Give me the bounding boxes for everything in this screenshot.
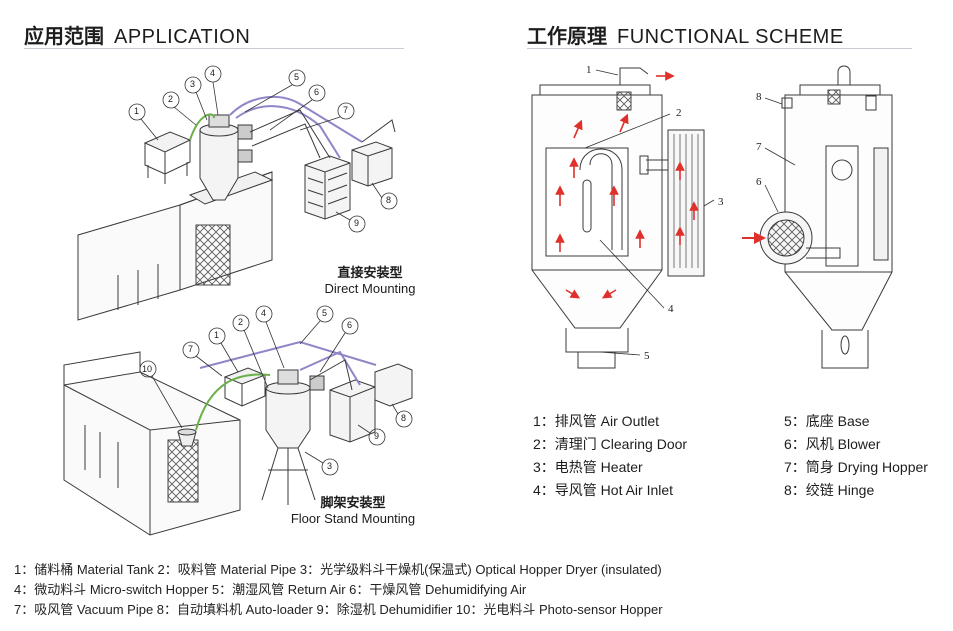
floor-stand-drawing bbox=[63, 340, 413, 536]
scheme-title-en: FUNCTIONAL SCHEME bbox=[617, 26, 844, 48]
parts-line-1: 1：储料桶 Material Tank 2：吸料管 Material Pipe … bbox=[14, 562, 662, 577]
scheme-heading: 工作原理 FUNCTIONAL SCHEME bbox=[527, 20, 844, 49]
direct-callout-7: 7 bbox=[343, 105, 349, 115]
direct-mounting-label-cn: 直接安装型 bbox=[337, 265, 403, 280]
application-underline bbox=[24, 48, 404, 49]
scheme-legend-left: 1：排风管 Air Outlet 2：清理门 Clearing Door 3：电… bbox=[533, 410, 687, 502]
direct-callout-1: 1 bbox=[134, 106, 140, 116]
direct-mounting-label-en: Direct Mounting bbox=[324, 281, 416, 296]
application-title-cn: 应用范围 bbox=[24, 24, 104, 48]
floor-callout-6: 6 bbox=[347, 320, 353, 330]
scheme-left-callout-numbers: 1 2 3 4 5 bbox=[586, 64, 724, 362]
floor-callout-7: 7 bbox=[188, 344, 194, 354]
direct-callout-8: 8 bbox=[386, 195, 392, 205]
floor-callout-10: 10 bbox=[142, 364, 153, 374]
legend-item-1: 1：排风管 Air Outlet bbox=[533, 413, 660, 429]
floor-callout-9: 9 bbox=[374, 431, 380, 441]
legend-item-7: 7：筒身 Drying Hopper bbox=[784, 459, 928, 475]
floor-callouts bbox=[139, 305, 413, 476]
scheme-callout-2: 2 bbox=[676, 107, 682, 119]
parts-line-3: 7：吸风管 Vacuum Pipe 8：自动填料机 Auto-loader 9：… bbox=[14, 602, 663, 617]
parts-line-2: 4：微动料斗 Micro-switch Hopper 5：潮湿风管 Return… bbox=[14, 582, 527, 597]
direct-callout-4: 4 bbox=[210, 68, 216, 78]
floor-mounting-label: 脚架安装型 Floor Stand Mounting bbox=[268, 492, 438, 526]
legend-item-8: 8：绞链 Hinge bbox=[784, 482, 875, 498]
direct-callouts bbox=[128, 65, 398, 233]
scheme-right-leaders bbox=[764, 97, 796, 213]
direct-mounting-drawing bbox=[77, 95, 396, 321]
floor-callout-4: 4 bbox=[261, 308, 267, 318]
scheme-underline bbox=[527, 48, 912, 49]
scheme-callout-6: 6 bbox=[756, 176, 762, 188]
scheme-right-callout-numbers: 8 7 6 bbox=[756, 91, 762, 188]
scheme-left-leaders bbox=[584, 69, 715, 356]
direct-callout-9: 9 bbox=[354, 218, 360, 228]
scheme-title-cn: 工作原理 bbox=[527, 24, 607, 48]
floor-mounting-label-en: Floor Stand Mounting bbox=[290, 511, 416, 526]
parts-list: 1：储料桶 Material Tank 2：吸料管 Material Pipe … bbox=[14, 560, 663, 620]
scheme-callout-3: 3 bbox=[718, 196, 724, 208]
scheme-side-view bbox=[759, 65, 893, 369]
floor-callout-5: 5 bbox=[322, 308, 328, 318]
legend-item-2: 2：清理门 Clearing Door bbox=[533, 436, 688, 452]
scheme-airflow-arrows bbox=[555, 71, 699, 299]
legend-item-5: 5：底座 Base bbox=[784, 413, 870, 429]
legend-item-3: 3：电热管 Heater bbox=[533, 459, 643, 475]
floor-callout-1: 1 bbox=[214, 330, 220, 340]
direct-callout-2: 2 bbox=[168, 94, 174, 104]
scheme-legend-right: 5：底座 Base 6：风机 Blower 7：筒身 Drying Hopper… bbox=[784, 410, 928, 502]
direct-callout-3: 3 bbox=[190, 79, 196, 89]
scheme-callout-4: 4 bbox=[668, 303, 674, 315]
floor-callout-2: 2 bbox=[238, 317, 244, 327]
floor-callout-8: 8 bbox=[401, 413, 407, 423]
scheme-callout-7: 7 bbox=[756, 141, 762, 153]
legend-item-6: 6：风机 Blower bbox=[784, 436, 881, 452]
direct-callout-6: 6 bbox=[314, 87, 320, 97]
floor-mounting-label-cn: 脚架安装型 bbox=[320, 495, 386, 510]
legend-item-4: 4：导风管 Hot Air Inlet bbox=[533, 482, 674, 498]
scheme-callout-5: 5 bbox=[644, 350, 650, 362]
direct-mounting-label: 直接安装型 Direct Mounting bbox=[305, 262, 435, 296]
application-title-en: APPLICATION bbox=[114, 26, 251, 48]
application-heading: 应用范围 APPLICATION bbox=[24, 20, 250, 49]
floor-callout-3: 3 bbox=[327, 461, 333, 471]
scheme-callout-1: 1 bbox=[586, 64, 592, 76]
scheme-callout-8: 8 bbox=[756, 91, 762, 103]
direct-callout-5: 5 bbox=[294, 72, 300, 82]
